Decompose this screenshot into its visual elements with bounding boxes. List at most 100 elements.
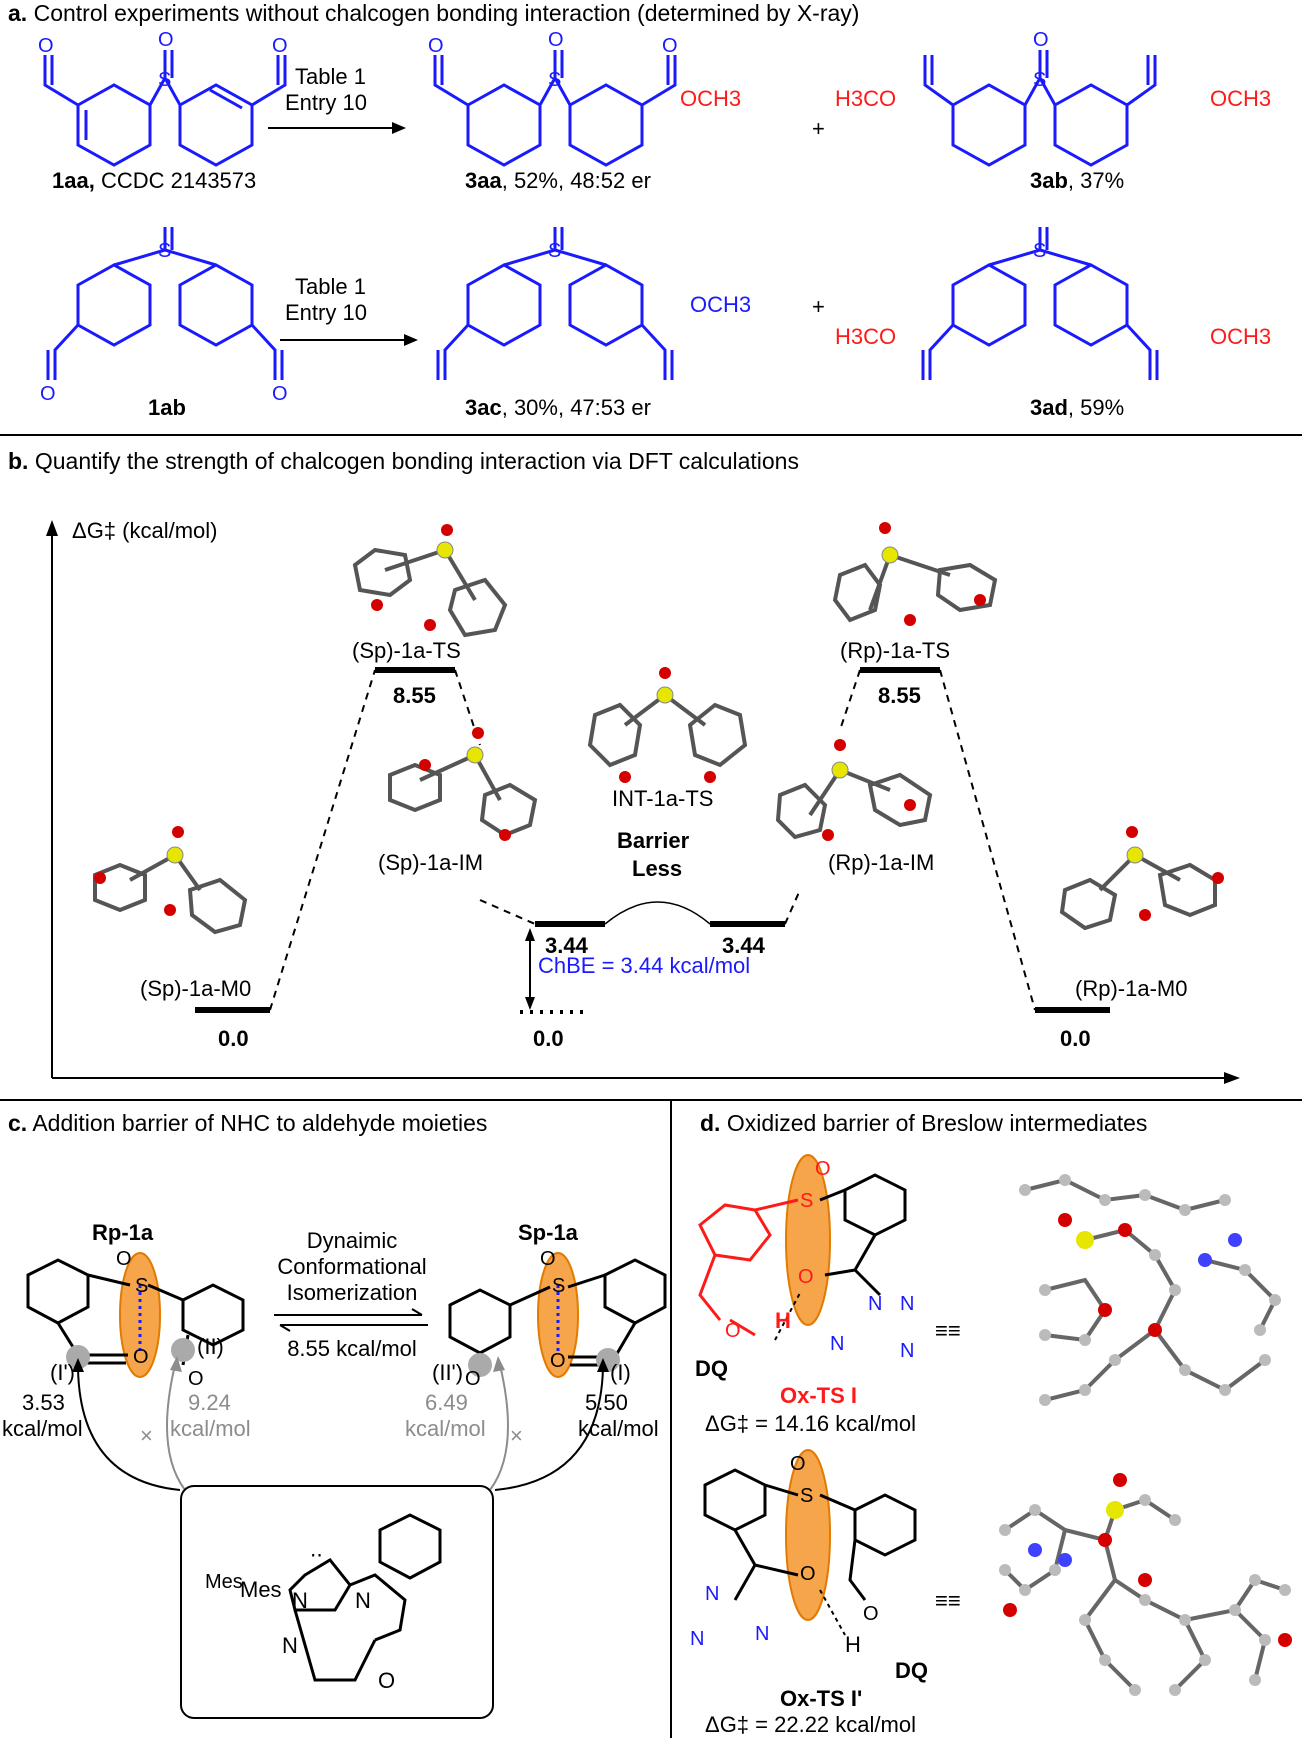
divider-b-c <box>0 1099 1302 1101</box>
svg-text:S: S <box>800 1190 813 1212</box>
iso-energy: 8.55 kcal/mol <box>287 1336 417 1361</box>
ts2-name: Ox-TS I' <box>780 1686 863 1711</box>
value-sp-im: 3.44 <box>545 933 588 958</box>
reagent-row1-line1: Table 1 <box>295 64 366 89</box>
svg-text:O: O <box>158 29 174 51</box>
molecule-int-ts <box>587 667 748 783</box>
h-ts2: H <box>845 1632 861 1657</box>
svg-text:O: O <box>815 1158 831 1180</box>
reagent-row2-line1: Table 1 <box>295 274 366 299</box>
structure-sp-1a: S O O O <box>448 1248 667 1390</box>
label-3ab: 3ab, 37% <box>1030 168 1125 193</box>
value-rp-ts: 8.55 <box>878 683 921 708</box>
molecule-sp-m0 <box>93 826 248 935</box>
iso-line1: Dynaimic <box>306 1228 398 1253</box>
ester-3ad-right: OCH3 <box>1210 324 1272 349</box>
e2-unit: kcal/mol <box>170 1416 251 1441</box>
iso-line3: Isomerization <box>286 1280 418 1305</box>
e2-value: 9.24 <box>188 1390 231 1415</box>
value-rp-im: 3.44 <box>722 933 765 958</box>
svg-text:O: O <box>133 1346 149 1368</box>
nhc-n1: N <box>292 1588 308 1613</box>
structure-3ab: O S <box>923 29 1157 167</box>
svg-text:O: O <box>38 35 54 57</box>
svg-text:O: O <box>116 1248 132 1270</box>
label-sp-m0: (Sp)-1a-M0 <box>140 976 252 1001</box>
svg-text:×: × <box>510 1423 523 1448</box>
reagent-row1-line2: Entry 10 <box>285 90 367 115</box>
ester-3aa: OCH3 <box>680 86 742 111</box>
svg-text:S: S <box>1033 240 1046 262</box>
nhc-o: O <box>378 1668 396 1693</box>
label-sp-1a: Sp-1a <box>518 1220 578 1245</box>
ts1-energy: ΔG‡ = 14.16 kcal/mol <box>705 1411 916 1436</box>
label-sp-ts: (Sp)-1a-TS <box>352 638 461 663</box>
pos-I1-label: (I') <box>50 1360 75 1385</box>
ester-3ab-right: OCH3 <box>1210 86 1272 111</box>
label-3aa: 3aa, 52%, 48:52 er <box>465 168 651 193</box>
ts2-energy: ΔG‡ = 22.22 kcal/mol <box>705 1712 916 1737</box>
e4-value: 5.50 <box>585 1390 628 1415</box>
svg-text:S: S <box>158 69 171 91</box>
value-ref: 0.0 <box>533 1026 564 1051</box>
label-rp-ts: (Rp)-1a-TS <box>840 638 951 663</box>
equiv-ts2: ≡≡ <box>935 1588 961 1613</box>
molecule-sp-im <box>388 727 538 841</box>
reagent-row2-line2: Entry 10 <box>285 300 367 325</box>
molecule-rp-ts <box>832 522 998 626</box>
energy-axes <box>46 520 1240 1084</box>
svg-text:O: O <box>725 1320 741 1342</box>
e4-unit: kcal/mol <box>578 1416 659 1441</box>
svg-text:O: O <box>863 1603 879 1625</box>
panel-d-header: d. Oxidized barrier of Breslow intermedi… <box>700 1110 1148 1136</box>
svg-text:O: O <box>662 35 678 57</box>
svg-text:×: × <box>140 1423 153 1448</box>
equilibrium-arrows <box>274 1308 428 1332</box>
pos-I-label: (I) <box>610 1360 631 1385</box>
structure-ox-ts-i: S O O O N N N N <box>698 1154 914 1362</box>
svg-text:N: N <box>900 1293 914 1315</box>
svg-text:N: N <box>755 1623 769 1645</box>
svg-text:O: O <box>40 383 56 405</box>
svg-text:O: O <box>548 29 564 51</box>
plus-row2: + <box>812 294 825 319</box>
svg-text:O: O <box>428 35 444 57</box>
nhc-catalyst-box <box>180 1485 494 1719</box>
pos-II-label: (II) <box>197 1334 224 1359</box>
e1-unit: kcal/mol <box>2 1416 83 1441</box>
plus-row1: + <box>812 116 825 141</box>
svg-text:S: S <box>548 69 561 91</box>
e3-unit: kcal/mol <box>405 1416 486 1441</box>
label-rp-im: (Rp)-1a-IM <box>828 850 935 875</box>
reaction-arrow-row1 <box>268 122 406 134</box>
label-3ac: 3ac, 30%, 47:53 er <box>465 395 651 420</box>
ester-3ad-left: H3CO <box>835 324 897 349</box>
svg-text:S: S <box>135 1275 148 1297</box>
label-3ad: 3ad, 59% <box>1030 395 1125 420</box>
molecule-rp-m0 <box>1059 826 1224 931</box>
value-sp-ts: 8.55 <box>393 683 436 708</box>
value-sp-m0: 0.0 <box>218 1026 249 1051</box>
h-ts1: H <box>775 1308 791 1333</box>
barrier-line1: Barrier <box>617 828 690 853</box>
panel-c-header: c. Addition barrier of NHC to aldehyde m… <box>8 1110 488 1136</box>
label-sp-im: (Sp)-1a-IM <box>378 850 484 875</box>
svg-text:O: O <box>188 1368 204 1390</box>
structure-1ab: S O O <box>40 227 288 405</box>
e1-value: 3.53 <box>22 1390 65 1415</box>
svg-text:N: N <box>690 1628 704 1650</box>
nhc-mes: Mes <box>240 1577 282 1602</box>
nhc-n2: N <box>355 1588 371 1613</box>
iso-line2: Conformational <box>277 1254 427 1279</box>
svg-text:O: O <box>800 1563 816 1585</box>
svg-text:O: O <box>272 383 288 405</box>
svg-text:N: N <box>868 1293 882 1315</box>
svg-text:N: N <box>900 1340 914 1362</box>
nhc-catalyst: Mes ⋅⋅ <box>205 1513 442 1682</box>
label-1ab: 1ab <box>148 395 186 420</box>
svg-text:S: S <box>548 240 561 262</box>
svg-text:O: O <box>790 1453 806 1475</box>
equiv-ts1: ≡≡ <box>935 1318 961 1343</box>
svg-text:S: S <box>800 1485 813 1507</box>
molecule-sp-ts <box>352 524 508 638</box>
